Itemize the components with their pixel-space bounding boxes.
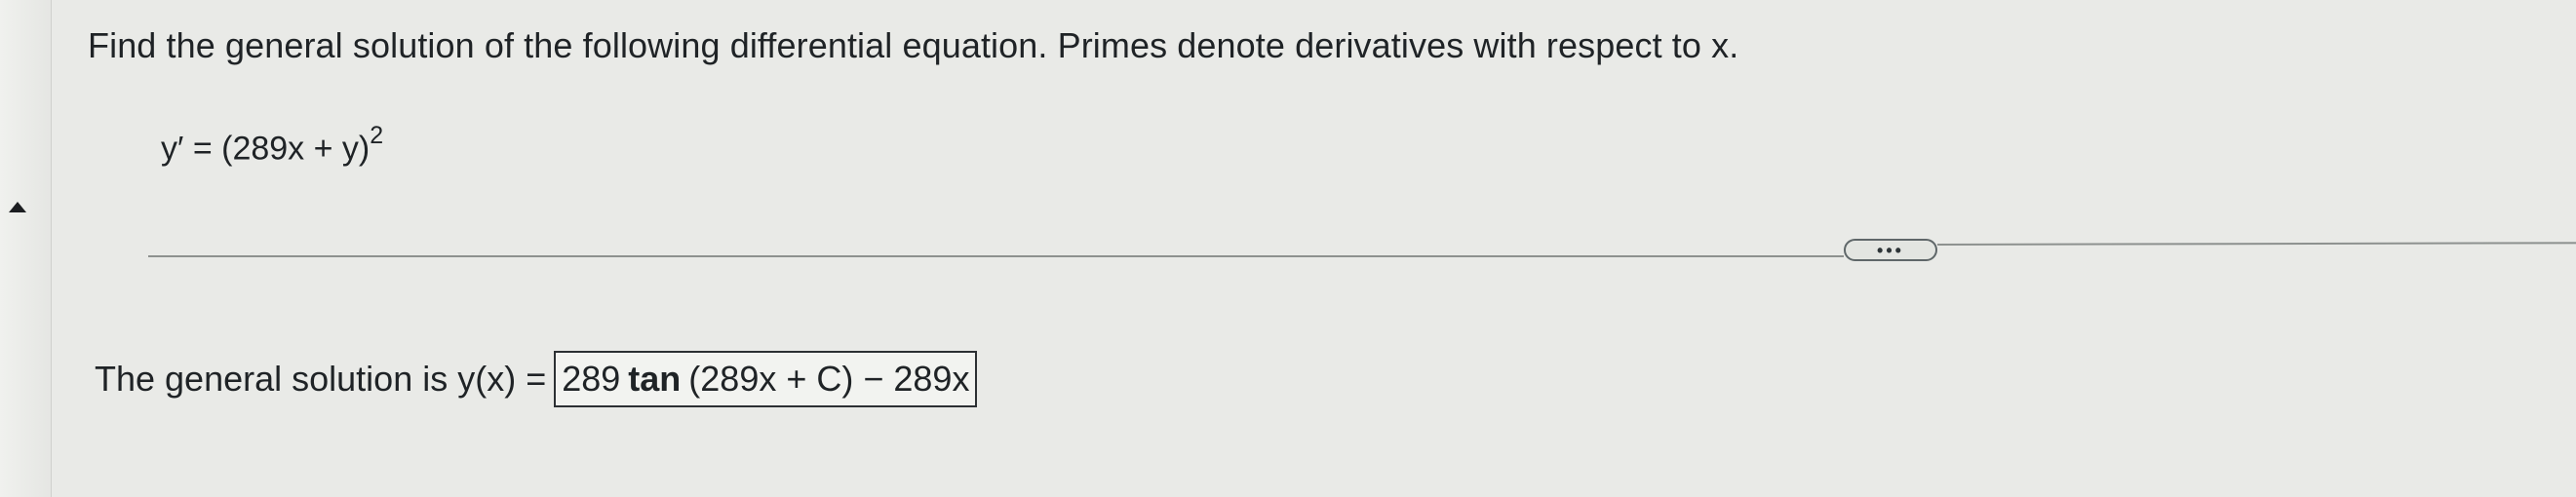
left-rail xyxy=(0,0,52,497)
collapse-arrow-icon[interactable] xyxy=(9,202,26,212)
equation-exponent: 2 xyxy=(370,122,384,149)
question-instruction: Find the general solution of the followi… xyxy=(88,25,1739,65)
answer-coefficient: 289 xyxy=(562,359,621,399)
section-divider-left xyxy=(148,255,1844,257)
answer-function: tan xyxy=(628,359,682,399)
differential-equation: y′ = (289x + y)2 xyxy=(161,122,383,168)
expand-more-button[interactable]: ••• xyxy=(1844,239,1937,261)
question-panel: Find the general solution of the followi… xyxy=(51,0,2576,497)
answer-row: The general solution is y(x) = 289 tan (… xyxy=(95,351,978,407)
equation-left-side: y′ = (289x + y) xyxy=(161,130,371,168)
section-divider-right xyxy=(1936,242,2576,246)
answer-label: The general solution is y(x) = xyxy=(95,359,547,399)
answer-input-box[interactable]: 289 tan (289x + C) − 289x xyxy=(554,351,978,407)
answer-argument: (289x + C) − 289x xyxy=(688,359,970,399)
